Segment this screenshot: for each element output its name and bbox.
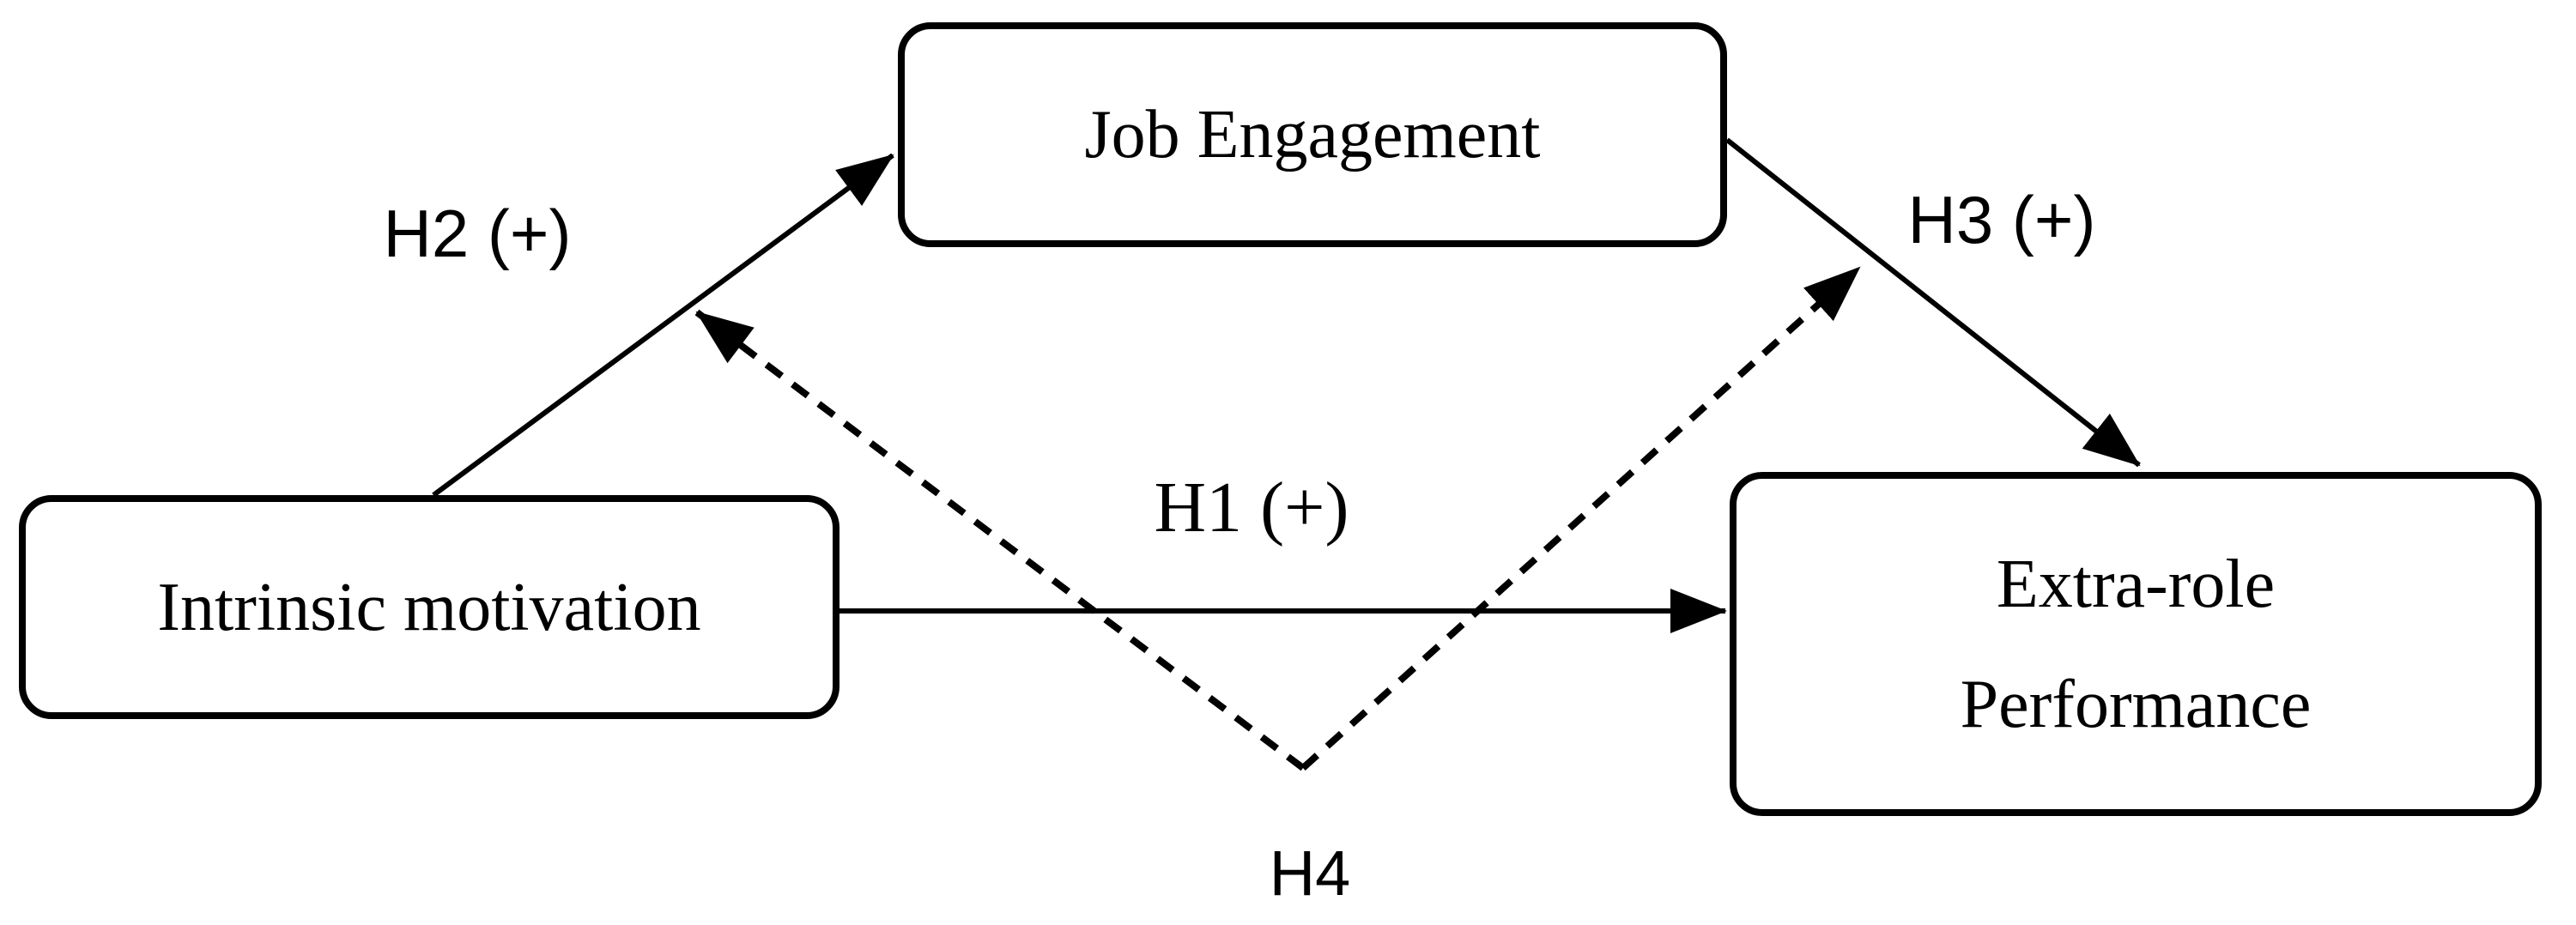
- node-label: Intrinsic motivation: [157, 569, 701, 645]
- node-intrinsic-motivation: Intrinsic motivation: [19, 495, 839, 719]
- node-job-engagement: Job Engagement: [898, 22, 1727, 247]
- node-label: Job Engagement: [1084, 97, 1541, 172]
- node-label: Extra-role: [1996, 546, 2276, 622]
- node-extra-role-performance: Extra-role Performance: [1730, 472, 2542, 816]
- edge-label-h4: H4: [1269, 837, 1351, 909]
- edge-label-h2: H2 (+): [383, 196, 572, 271]
- edge-label-h1: H1 (+): [1154, 468, 1349, 547]
- edge-label-h3: H3 (+): [1907, 182, 2096, 257]
- node-label: Performance: [1960, 666, 2312, 742]
